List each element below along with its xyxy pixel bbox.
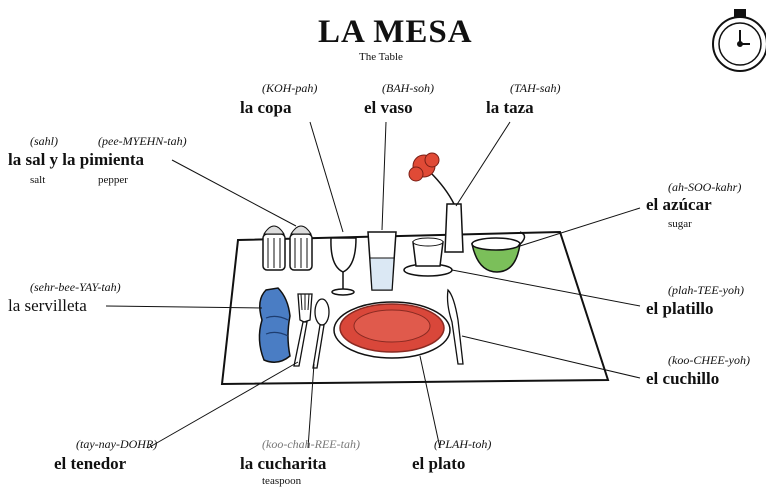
teaspoon	[312, 298, 330, 369]
cuchillo-pronunciation: (koo-CHEE-yoh)	[668, 353, 750, 367]
azucar-label: el azúcar	[646, 195, 712, 214]
napkin	[258, 287, 291, 363]
cucharita-label: la cucharita	[240, 454, 327, 473]
stopwatch-icon	[712, 9, 766, 72]
cup-and-saucer	[403, 237, 453, 277]
copa-label: la copa	[240, 98, 292, 117]
platillo-pronunciation: (plah-TEE-yoh)	[668, 283, 744, 297]
pimienta-pronunciation: (pee-MYEHN-tah)	[98, 134, 187, 148]
leader-lines	[105, 121, 641, 449]
taza-label: la taza	[486, 98, 534, 117]
sugar-bowl	[471, 231, 526, 273]
tenedor-label: el tenedor	[54, 454, 127, 473]
platillo-label: el platillo	[646, 299, 714, 318]
dinner-plate	[333, 301, 451, 359]
taza-pronunciation: (TAH-sah)	[510, 81, 561, 95]
pepper-shaker	[289, 225, 313, 271]
cucharita-gloss: teaspoon	[262, 475, 302, 487]
cuchillo-label: el cuchillo	[646, 369, 720, 388]
salt-gloss: salt	[30, 174, 46, 186]
vaso-pronunciation: (BAH-soh)	[382, 81, 434, 95]
copa-pronunciation: (KOH-pah)	[262, 81, 318, 95]
servilleta-label: la servilleta	[8, 296, 87, 315]
azucar-pronunciation: (ah-SOO-kahr)	[668, 180, 742, 194]
tenedor-pronunciation: (tay-nay-DOHR)	[76, 437, 158, 451]
water-glass	[367, 231, 397, 291]
fork	[293, 293, 313, 367]
sal-pimienta-label: la sal y la pimienta	[8, 150, 145, 169]
cucharita-pronunciation: (koo-chah-REE-tah)	[262, 437, 360, 451]
azucar-gloss: sugar	[668, 218, 692, 230]
vaso-label: el vaso	[364, 98, 413, 117]
flower-vase	[408, 152, 464, 253]
page-title: LA MESA	[318, 14, 473, 50]
plato-label: el plato	[412, 454, 466, 473]
knife	[446, 288, 464, 365]
pepper-gloss: pepper	[98, 174, 128, 186]
sal-pronunciation: (sahl)	[30, 134, 58, 148]
salt-shaker	[262, 225, 286, 271]
servilleta-pronunciation: (sehr-bee-YAY-tah)	[30, 280, 121, 294]
wine-glass	[330, 237, 357, 296]
page-subtitle: The Table	[359, 51, 403, 63]
plato-pronunciation: (PLAH-toh)	[434, 437, 492, 451]
